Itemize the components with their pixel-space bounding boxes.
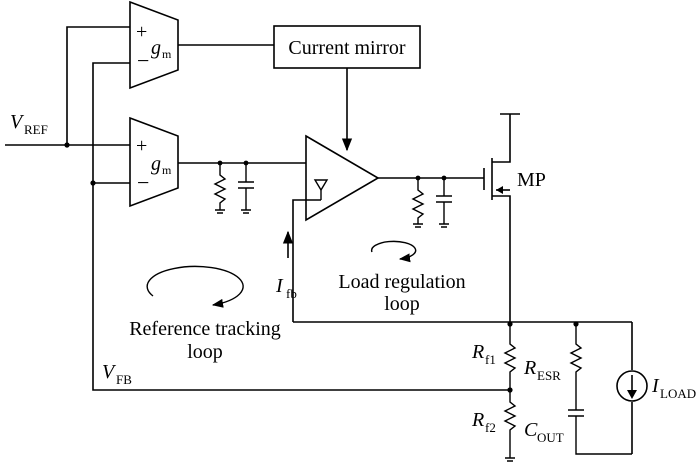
gm-top-plus: + bbox=[136, 21, 147, 43]
load-current-source: I LOAD bbox=[616, 322, 696, 454]
cout-sub: OUT bbox=[537, 430, 564, 445]
vref-label: V bbox=[10, 111, 25, 133]
reference-tracking-loop: Reference tracking loop bbox=[129, 265, 281, 363]
gm-bottom-label: g bbox=[151, 153, 161, 175]
rf2-label: R bbox=[471, 409, 484, 431]
vfb-sub: FB bbox=[116, 372, 132, 387]
current-mirror-block: Current mirror bbox=[273, 25, 421, 69]
gm-top-minus: − bbox=[137, 48, 149, 73]
vref-input: V REF bbox=[5, 26, 130, 148]
load-loop-label-2: loop bbox=[384, 293, 420, 315]
gm-bottom-plus: + bbox=[136, 135, 147, 157]
output-node bbox=[293, 321, 632, 327]
load-regulation-loop: Load regulation loop bbox=[338, 240, 466, 315]
output-capacitor: R ESR C OUT bbox=[523, 324, 632, 455]
pass-transistor-mp: MP bbox=[483, 113, 546, 324]
iload-sub: LOAD bbox=[660, 386, 696, 401]
current-mirror-label: Current mirror bbox=[288, 37, 406, 59]
rf2-sub: f2 bbox=[485, 420, 496, 435]
first-stage-rc-network bbox=[178, 160, 306, 214]
gm-bottom-minus: − bbox=[137, 170, 149, 195]
feedback-divider: R f1 R f2 bbox=[471, 324, 517, 462]
load-loop-label-1: Load regulation bbox=[338, 271, 465, 293]
resr-sub: ESR bbox=[537, 368, 561, 383]
gm-bottom-sub: m bbox=[162, 163, 172, 177]
rf1-sub: f1 bbox=[485, 352, 496, 367]
gm-top-sub: m bbox=[162, 47, 172, 61]
mp-label: MP bbox=[517, 169, 546, 191]
resr-label: R bbox=[523, 357, 536, 379]
ref-loop-label-1: Reference tracking bbox=[129, 318, 281, 340]
vfb-feedback-wire: V FB bbox=[90, 62, 513, 393]
vref-sub: REF bbox=[24, 122, 48, 137]
rf1-label: R bbox=[471, 341, 484, 363]
second-stage-rc-network bbox=[378, 175, 484, 228]
cout-label: C bbox=[524, 419, 538, 441]
buffer-amplifier: I fb bbox=[275, 134, 380, 322]
gm-amplifier-bottom: + − g m bbox=[129, 116, 179, 208]
gm-amplifier-top: + − g m bbox=[129, 0, 179, 90]
ref-loop-label-2: loop bbox=[187, 341, 223, 363]
ifb-sub: fb bbox=[286, 286, 297, 301]
gm-top-label: g bbox=[151, 37, 161, 59]
ifb-label: I bbox=[275, 275, 284, 297]
iload-label: I bbox=[651, 375, 660, 397]
vfb-label: V bbox=[102, 361, 117, 383]
